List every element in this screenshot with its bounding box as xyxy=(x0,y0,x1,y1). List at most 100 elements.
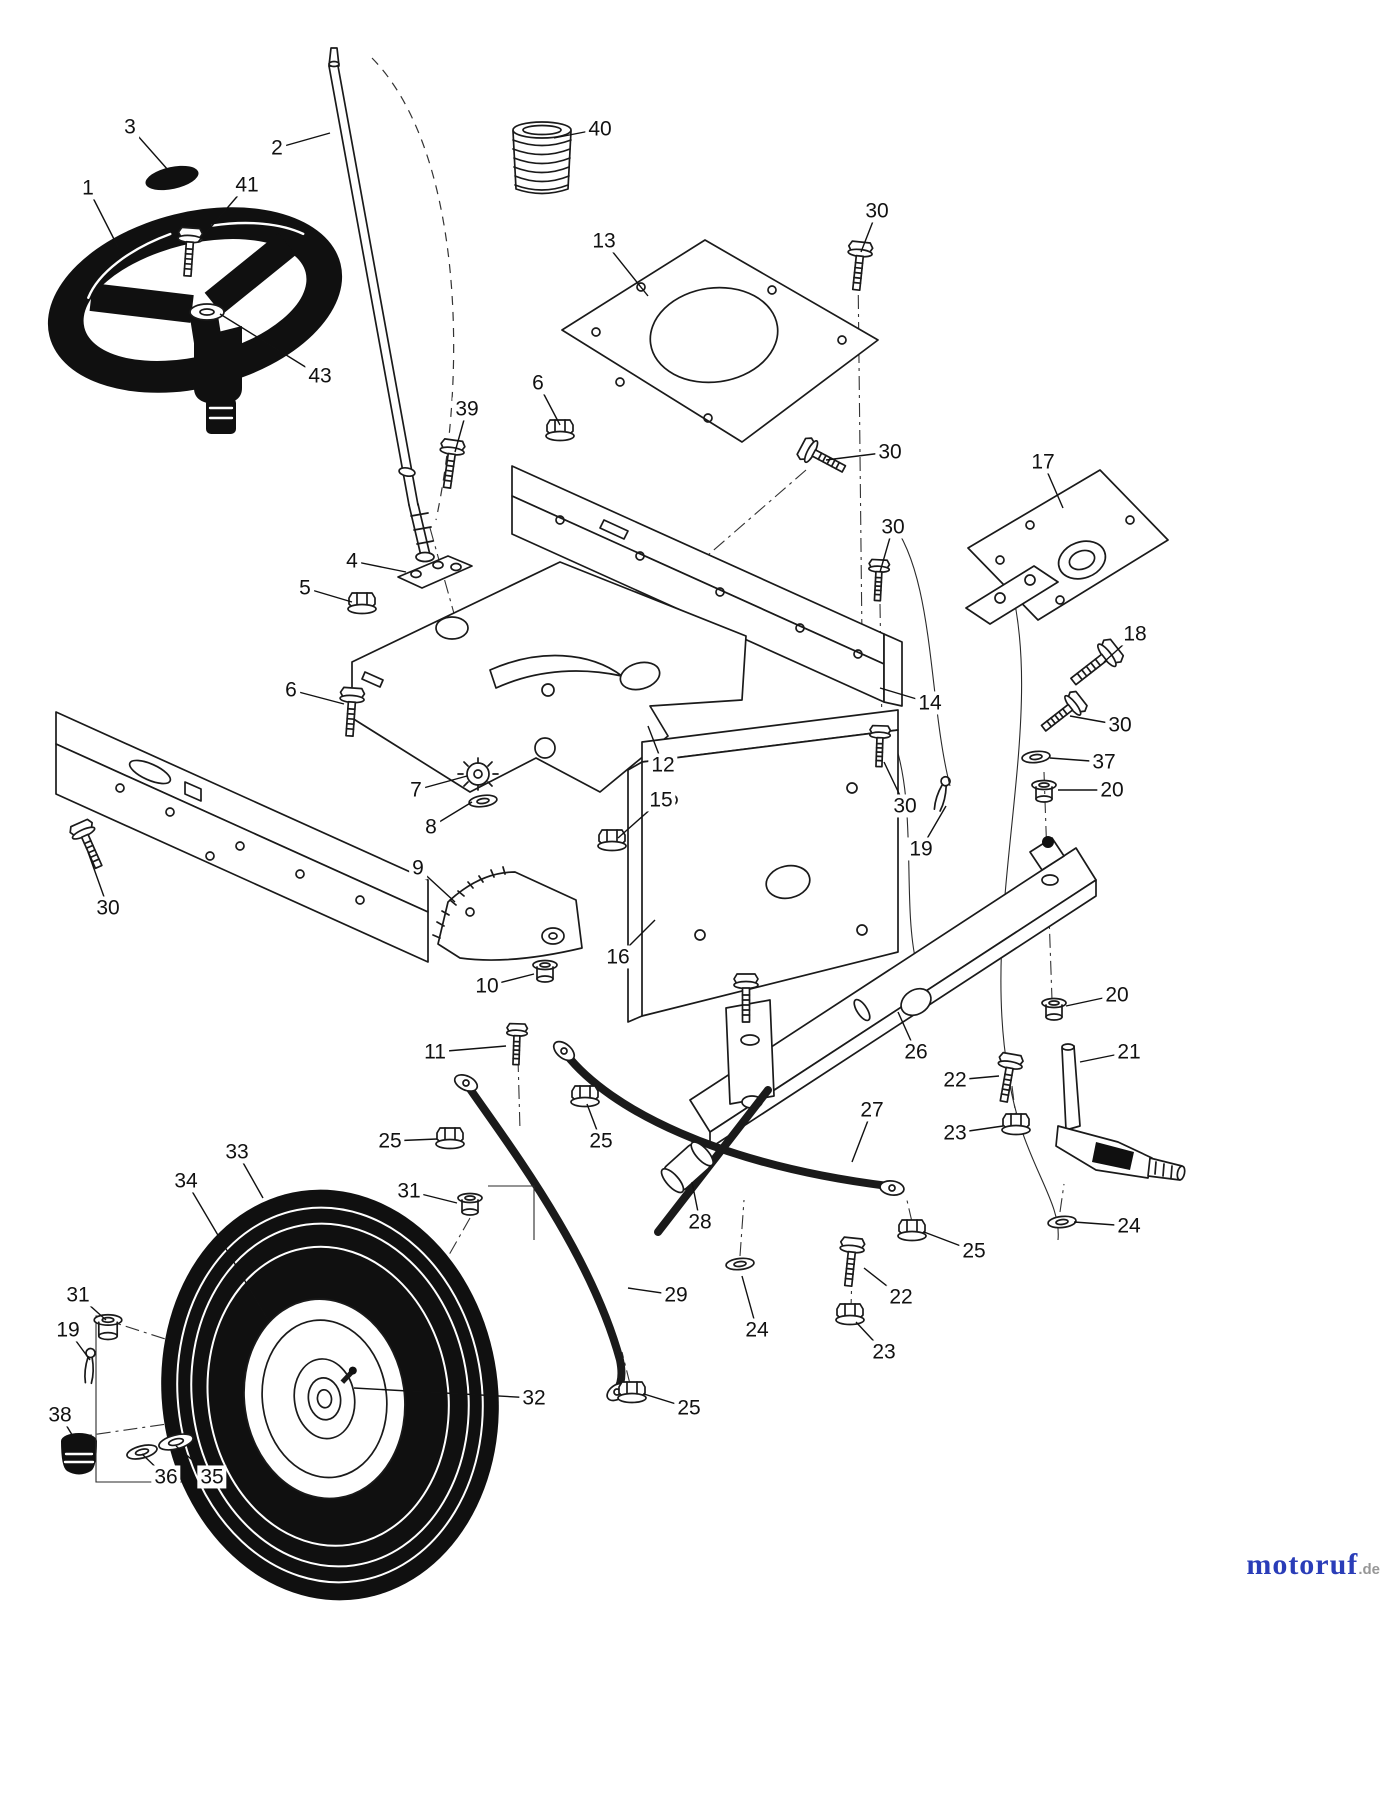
callout-27: 27 xyxy=(857,1098,887,1122)
watermark-tld: .de xyxy=(1358,1561,1380,1578)
gear-bushing-7 xyxy=(458,758,498,790)
bushing-10 xyxy=(532,959,558,983)
callout-17: 17 xyxy=(1028,450,1058,474)
callout-15: 15 xyxy=(646,788,676,812)
callout-20: 20 xyxy=(1102,983,1132,1007)
callout-2: 2 xyxy=(268,136,286,160)
front-wheel xyxy=(161,1189,499,1601)
bolt-22 xyxy=(835,1235,867,1288)
callout-38: 38 xyxy=(45,1403,75,1427)
callout-19: 19 xyxy=(53,1318,83,1342)
callout-29: 29 xyxy=(661,1283,691,1307)
bolt-39 xyxy=(434,437,467,491)
callout-6: 6 xyxy=(282,678,300,702)
watermark: motoruf.de xyxy=(1246,1548,1380,1582)
bolt-30 xyxy=(67,817,111,873)
callout-30: 30 xyxy=(875,440,905,464)
callout-28: 28 xyxy=(685,1210,715,1234)
front-axle xyxy=(690,836,1096,1148)
washer-36 xyxy=(124,1441,160,1463)
leader-line xyxy=(352,561,406,572)
callout-25: 25 xyxy=(959,1239,989,1263)
nut-23 xyxy=(835,1303,865,1326)
callout-26: 26 xyxy=(901,1040,931,1064)
callout-39: 39 xyxy=(452,397,482,421)
callout-30: 30 xyxy=(890,794,920,818)
washer-24 xyxy=(724,1256,756,1272)
nut-25 xyxy=(617,1381,647,1404)
callout-36: 36 xyxy=(151,1465,181,1489)
callout-34: 34 xyxy=(171,1169,201,1193)
bolt-30 xyxy=(843,239,875,292)
callout-31: 31 xyxy=(63,1283,93,1307)
callout-43: 43 xyxy=(305,364,335,388)
bolt-30 xyxy=(1035,688,1090,739)
steering-bracket-4 xyxy=(398,556,472,588)
hardware xyxy=(67,226,1127,1463)
nut-15 xyxy=(597,829,627,852)
callout-30: 30 xyxy=(1105,713,1135,737)
callout-25: 25 xyxy=(674,1396,704,1420)
dash-bracket-17 xyxy=(966,470,1168,624)
seat-plate xyxy=(562,240,878,442)
callout-21: 21 xyxy=(1114,1040,1144,1064)
callout-32: 32 xyxy=(519,1386,549,1410)
bushing-20 xyxy=(1031,779,1057,803)
callout-19: 19 xyxy=(906,837,936,861)
callout-25: 25 xyxy=(375,1129,405,1153)
callout-22: 22 xyxy=(886,1285,916,1309)
steering-shaft xyxy=(329,48,434,562)
callout-12: 12 xyxy=(648,753,678,777)
valve-stem-32 xyxy=(340,1366,357,1382)
bolt-41 xyxy=(174,226,204,278)
leader-line xyxy=(186,1181,268,1320)
callout-30: 30 xyxy=(93,896,123,920)
callout-33: 33 xyxy=(222,1140,252,1164)
steering-wheel xyxy=(47,207,343,434)
callout-31: 31 xyxy=(394,1179,424,1203)
drag-link-28 xyxy=(658,1090,768,1232)
callout-4: 4 xyxy=(343,549,361,573)
callout-9: 9 xyxy=(409,856,427,880)
callout-30: 30 xyxy=(878,515,908,539)
frame-rail-right xyxy=(512,466,902,706)
callout-23: 23 xyxy=(940,1121,970,1145)
tie-rod-27 xyxy=(550,1038,905,1197)
callout-11: 11 xyxy=(421,1040,449,1064)
sector-gear xyxy=(433,867,582,960)
nut-6 xyxy=(545,419,575,442)
hub-cap-38 xyxy=(61,1433,97,1475)
callout-10: 10 xyxy=(472,974,502,998)
nut-23 xyxy=(1001,1113,1031,1136)
callout-41: 41 xyxy=(232,173,262,197)
callout-24: 24 xyxy=(742,1318,772,1342)
callout-16: 16 xyxy=(603,945,633,969)
callout-40: 40 xyxy=(585,117,615,141)
steering-cap-3 xyxy=(145,165,199,191)
callout-20: 20 xyxy=(1097,778,1127,802)
bolt-18 xyxy=(1063,635,1127,694)
nut-5 xyxy=(347,592,377,615)
bushing-20 xyxy=(1041,997,1067,1021)
spindle-21 xyxy=(1056,1044,1186,1181)
nut-25 xyxy=(435,1127,465,1150)
frame-rail-left xyxy=(56,712,428,962)
callout-37: 37 xyxy=(1089,750,1119,774)
nut-25 xyxy=(897,1219,927,1242)
leader-line xyxy=(354,1388,534,1398)
washer-37 xyxy=(1020,749,1052,765)
callout-14: 14 xyxy=(915,691,945,715)
washer-24 xyxy=(1046,1214,1078,1230)
callout-8: 8 xyxy=(422,815,440,839)
bushing-31 xyxy=(457,1192,483,1216)
bolt-22 xyxy=(991,1051,1025,1105)
callout-24: 24 xyxy=(1114,1214,1144,1238)
callout-6: 6 xyxy=(529,371,547,395)
steering-bellows xyxy=(513,122,571,194)
bolt-30 xyxy=(866,558,891,602)
steering-support-plate xyxy=(352,562,746,792)
watermark-brand: motoruf xyxy=(1246,1548,1359,1581)
support-bracket-16 xyxy=(628,710,898,1022)
